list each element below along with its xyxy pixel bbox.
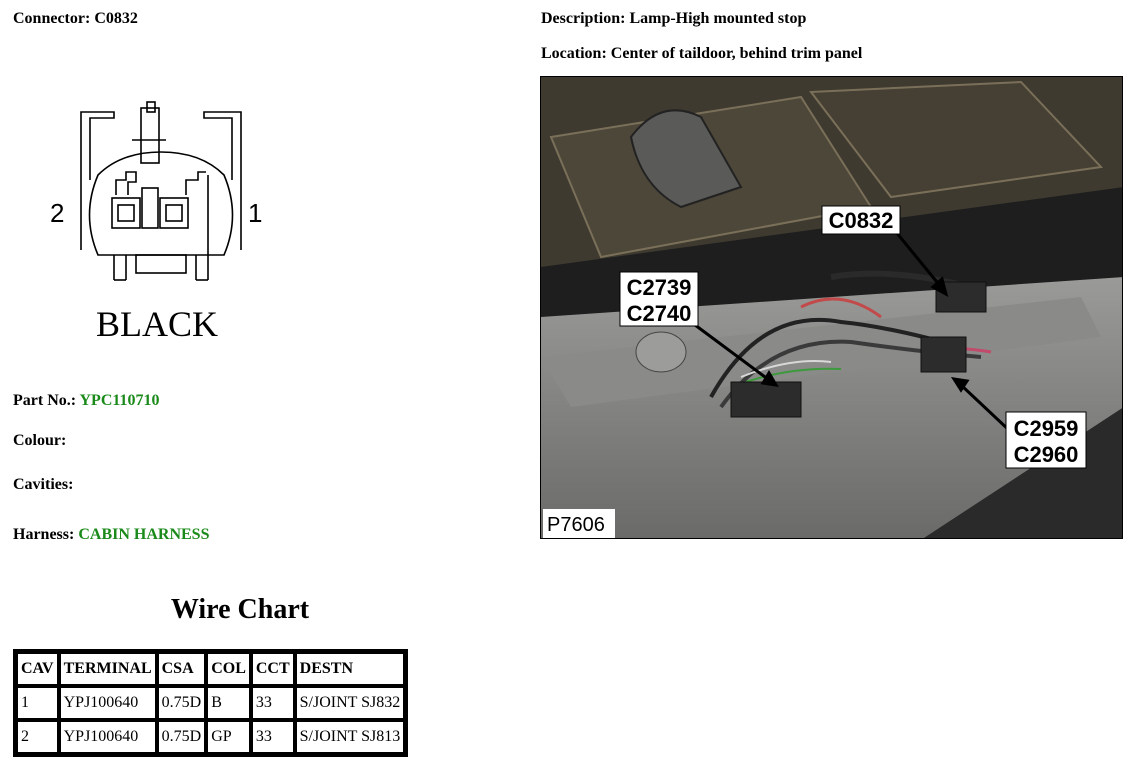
wire-chart-title: Wire Chart	[170, 594, 310, 625]
cell-cav: 2	[16, 720, 59, 754]
colour-label: Colour:	[13, 432, 67, 449]
connector-diagram: 2 1 BLACK	[50, 101, 262, 344]
col-header-col: COL	[206, 652, 251, 686]
pin-2-label: 2	[50, 198, 64, 228]
description-label: Description:	[541, 10, 626, 27]
connector-value: C0832	[94, 10, 138, 27]
cell-cct: 33	[250, 686, 295, 720]
callout-c2740: C2740	[627, 301, 692, 326]
location-value: Center of taildoor, behind trim panel	[610, 45, 863, 62]
photo-id-label: P7606	[547, 514, 605, 536]
part-no-field: Part No.: YPC110710	[13, 392, 160, 410]
table-row: 1 YPJ100640 0.75D B 33 S/JOINT SJ832	[16, 686, 406, 720]
callout-c2960: C2960	[1014, 442, 1079, 467]
col-header-destn: DESTN	[294, 652, 406, 686]
harness-value: CABIN HARNESS	[78, 526, 210, 543]
cell-cct: 33	[250, 720, 295, 754]
cell-csa: 0.75D	[156, 720, 207, 754]
col-header-terminal: TERMINAL	[58, 652, 157, 686]
cell-col: GP	[206, 720, 251, 754]
col-header-csa: CSA	[156, 652, 207, 686]
colour-field: Colour:	[13, 432, 66, 450]
part-no-value: YPC110710	[79, 392, 160, 409]
connector-label: Connector:	[13, 10, 91, 27]
harness-field: Harness: CABIN HARNESS	[13, 526, 209, 544]
col-header-cct: CCT	[250, 652, 295, 686]
part-no-label: Part No.:	[13, 392, 77, 409]
cell-col: B	[206, 686, 251, 720]
location-field: Location: Center of taildoor, behind tri…	[541, 45, 862, 63]
description-value: Lamp-High mounted stop	[629, 10, 807, 27]
location-photo: C0832 C2739 C2740 C2959 C2960 P7606	[540, 76, 1123, 539]
callout-c2959: C2959	[1014, 416, 1079, 441]
wire-chart-table: CAV TERMINAL CSA COL CCT DESTN 1 YPJ1006…	[13, 649, 409, 757]
cell-cav: 1	[16, 686, 59, 720]
callout-c0832: C0832	[829, 208, 894, 233]
callout-c2739: C2739	[627, 275, 692, 300]
cavities-label: Cavities:	[13, 476, 74, 493]
connector-field: Connector: C0832	[13, 10, 138, 28]
table-row: 2 YPJ100640 0.75D GP 33 S/JOINT SJ813	[16, 720, 406, 754]
cell-terminal: YPJ100640	[58, 686, 157, 720]
harness-label: Harness:	[13, 526, 75, 543]
cell-destn: S/JOINT SJ813	[294, 720, 406, 754]
connector-colour-text: BLACK	[96, 304, 218, 344]
wire-chart-header-row: CAV TERMINAL CSA COL CCT DESTN	[16, 652, 406, 686]
cavities-field: Cavities:	[13, 476, 73, 494]
description-field: Description: Lamp-High mounted stop	[541, 10, 806, 28]
pin-1-label: 1	[248, 198, 262, 228]
col-header-cav: CAV	[16, 652, 59, 686]
cell-csa: 0.75D	[156, 686, 207, 720]
cell-destn: S/JOINT SJ832	[294, 686, 406, 720]
location-photo-image: C0832 C2739 C2740 C2959 C2960 P7606	[541, 77, 1122, 538]
location-label: Location:	[541, 45, 607, 62]
cell-terminal: YPJ100640	[58, 720, 157, 754]
